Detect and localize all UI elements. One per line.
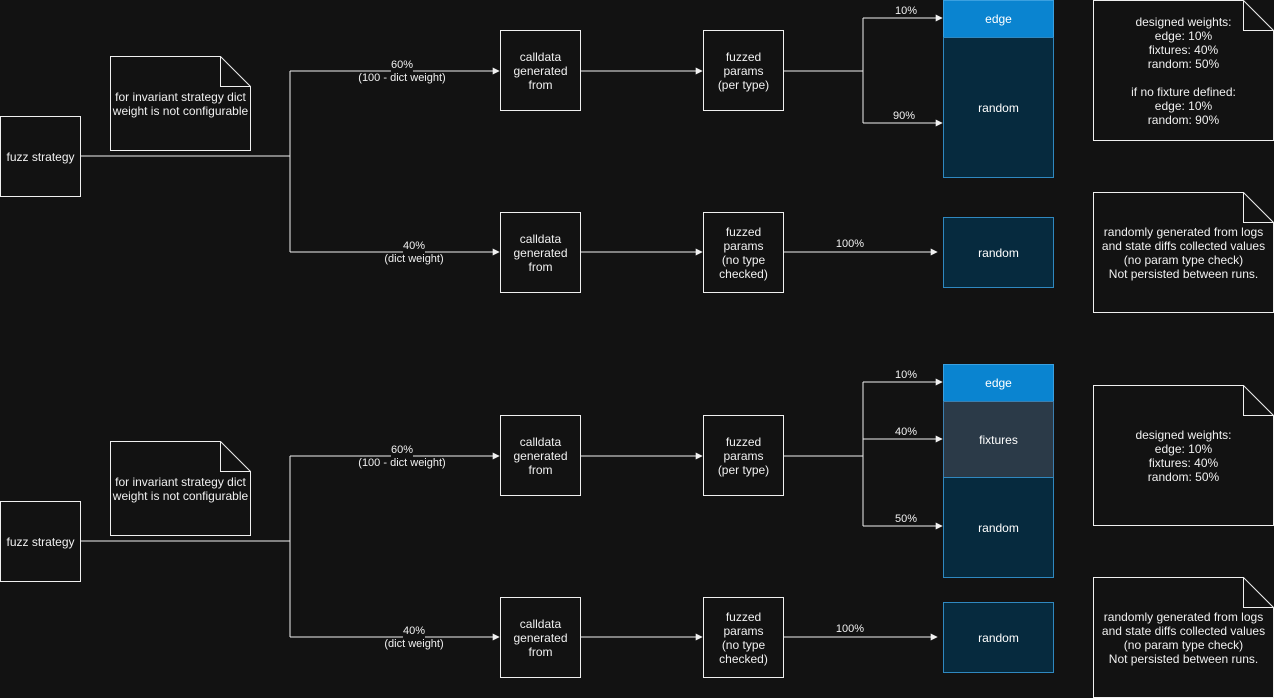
- dict-random-percent-label: 100%: [835, 623, 865, 635]
- dict-note: randomly generated from logs and state d…: [1093, 192, 1274, 313]
- dict-random-percent-label: 100%: [835, 238, 865, 250]
- random-percent-label: 90%: [892, 110, 916, 122]
- fuzz-strategy-node[interactable]: fuzz strategy: [0, 116, 81, 197]
- weights-note-text: designed weights: edge: 10% fixtures: 40…: [1131, 14, 1236, 127]
- note-shape-icon: [110, 441, 251, 536]
- weights-note: designed weights: edge: 10% fixtures: 40…: [1093, 385, 1274, 526]
- branch-top-percent: 60%: [390, 59, 414, 72]
- invariant-note-text: for invariant strategy dict weight is no…: [112, 474, 249, 503]
- edge-percent-label: 10%: [894, 369, 918, 381]
- edge-block[interactable]: edge: [943, 364, 1054, 402]
- fuzz-strategy-node[interactable]: fuzz strategy: [0, 501, 81, 582]
- invariant-note: for invariant strategy dict weight is no…: [110, 56, 251, 151]
- random-percent-label: 50%: [894, 513, 918, 525]
- edge-percent-label: 10%: [894, 5, 918, 17]
- params-node-bottom[interactable]: fuzzed params (no type checked): [703, 212, 784, 293]
- random-block[interactable]: random: [943, 37, 1054, 178]
- invariant-note-text: for invariant strategy dict weight is no…: [112, 89, 249, 118]
- calldata-node-bottom[interactable]: calldata generated from: [500, 212, 581, 293]
- branch-bottom-detail: (dict weight): [384, 638, 444, 651]
- branch-top-detail: (100 - dict weight): [358, 457, 446, 470]
- note-shape-icon: [110, 56, 251, 151]
- fixtures-block[interactable]: fixtures: [943, 401, 1054, 478]
- branch-bottom-percent: 40%: [402, 625, 426, 638]
- dict-random-block[interactable]: random: [943, 602, 1054, 673]
- invariant-note: for invariant strategy dict weight is no…: [110, 441, 251, 536]
- branch-bottom-detail: (dict weight): [384, 253, 444, 266]
- weights-note-text: designed weights: edge: 10% fixtures: 40…: [1135, 427, 1232, 484]
- weights-note: designed weights: edge: 10% fixtures: 40…: [1093, 0, 1274, 141]
- edge-block[interactable]: edge: [943, 0, 1054, 38]
- random-block[interactable]: random: [943, 477, 1054, 578]
- calldata-node-top[interactable]: calldata generated from: [500, 415, 581, 496]
- dict-note: randomly generated from logs and state d…: [1093, 577, 1274, 698]
- params-node-bottom[interactable]: fuzzed params (no type checked): [703, 597, 784, 678]
- branch-top-percent: 60%: [390, 444, 414, 457]
- dict-random-block[interactable]: random: [943, 217, 1054, 288]
- fixtures-percent-label: 40%: [894, 426, 918, 438]
- params-node-top[interactable]: fuzzed params (per type): [703, 415, 784, 496]
- calldata-node-top[interactable]: calldata generated from: [500, 30, 581, 111]
- dict-note-text: randomly generated from logs and state d…: [1101, 224, 1266, 281]
- params-node-top[interactable]: fuzzed params (per type): [703, 30, 784, 111]
- dict-note-text: randomly generated from logs and state d…: [1101, 609, 1266, 666]
- branch-top-detail: (100 - dict weight): [358, 72, 446, 85]
- calldata-node-bottom[interactable]: calldata generated from: [500, 597, 581, 678]
- branch-bottom-percent: 40%: [402, 240, 426, 253]
